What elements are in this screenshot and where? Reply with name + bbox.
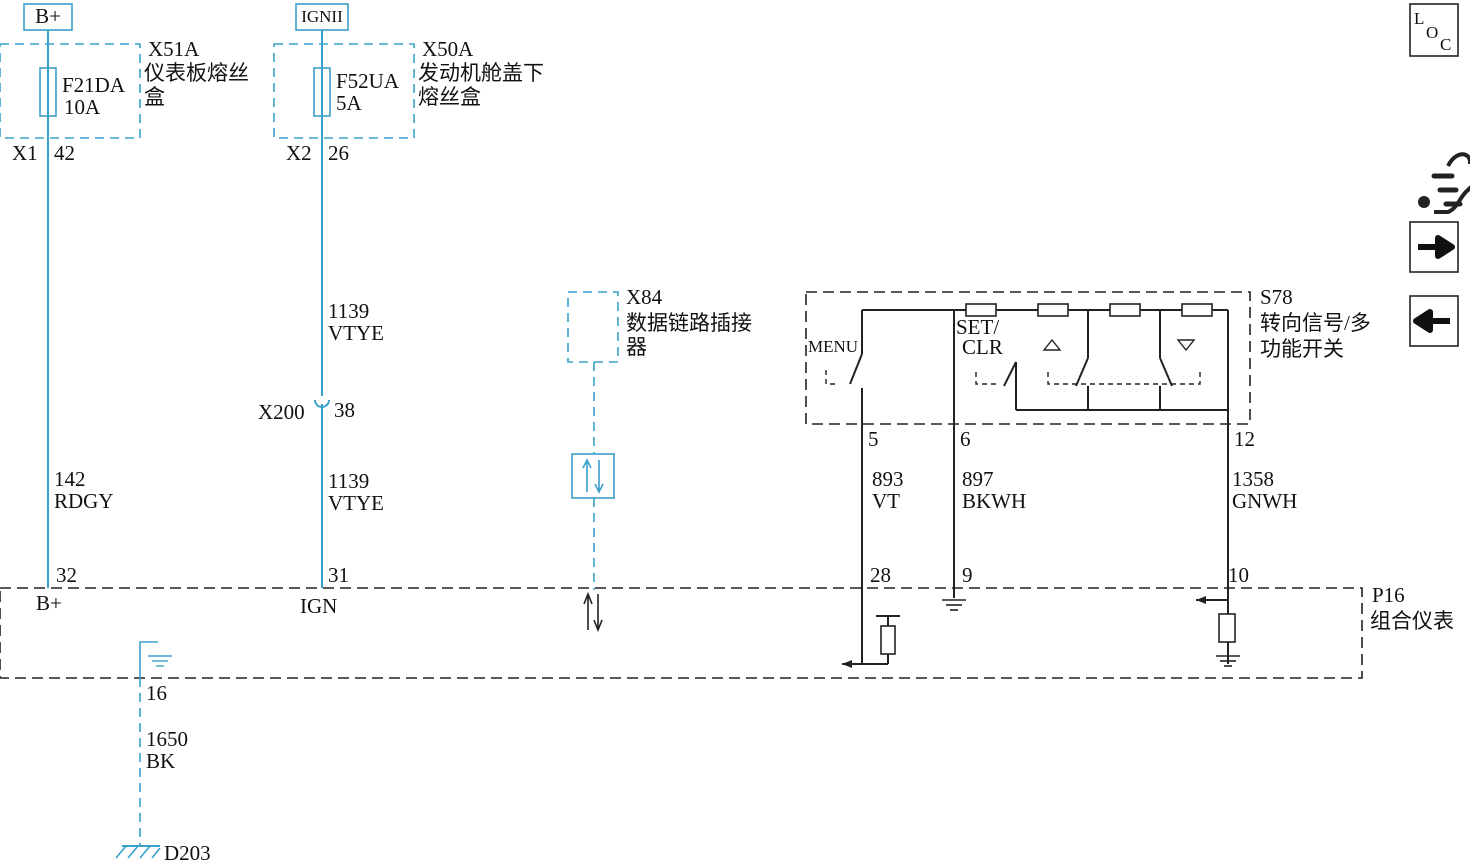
x84-name-2: 器	[626, 335, 647, 359]
pulldown-resistor-10	[1218, 613, 1236, 643]
fuse-2-rating: 5A	[336, 91, 363, 115]
fuse-2-name: F52UA	[336, 69, 400, 93]
wire-1358-color: GNWH	[1232, 489, 1297, 513]
wire-1650-circuit: 1650	[146, 727, 188, 751]
set-label: SET/	[956, 315, 999, 339]
s78-pin-12: 12	[1234, 427, 1255, 451]
serial-data-icon	[571, 453, 615, 499]
svg-text:L: L	[1414, 9, 1424, 28]
fuse-box-2-name-2: 熔丝盒	[418, 85, 481, 109]
p16-ign-label: IGN	[300, 594, 337, 618]
wire-893-color: VT	[872, 489, 900, 513]
wire-142-circuit: 142	[54, 467, 86, 491]
svg-text:O: O	[1426, 23, 1438, 42]
s78-label: S78	[1260, 285, 1293, 309]
x200-label: X200	[258, 400, 305, 424]
fuse-box-1-pin: 42	[54, 141, 75, 165]
arrow-left-icon[interactable]	[1409, 295, 1459, 347]
p16-pin-28: 28	[870, 563, 891, 587]
p16-pin-32: 32	[56, 563, 77, 587]
fuse-box-2-connector: X50A	[422, 37, 474, 61]
s78-pin-6: 6	[960, 427, 971, 451]
svg-text:C: C	[1440, 35, 1451, 54]
bplus-source: B+	[23, 3, 73, 31]
fuse-1-name: F21DA	[62, 73, 126, 97]
arrow-right-icon[interactable]	[1409, 221, 1459, 273]
down-triangle-icon	[1176, 339, 1196, 352]
d203-label: D203	[164, 841, 211, 862]
ground-d203: 1650 BK D203	[115, 678, 211, 862]
p16-pin-31: 31	[328, 563, 349, 587]
s78-name: 转向信号/多	[1260, 311, 1371, 335]
clr-label: CLR	[962, 335, 1003, 359]
p16-name: 组合仪表	[1370, 609, 1454, 633]
pullup-resistor-28	[880, 625, 896, 655]
wire-897-circuit: 897	[962, 467, 994, 491]
fuse-box-1-connector: X51A	[148, 37, 200, 61]
data-link-x84: X84 数据链路插接 器	[567, 285, 752, 633]
serial-down-arrow	[593, 594, 603, 633]
fuse-box-1-pin-conn: X1	[12, 141, 38, 165]
s78-pin-5: 5	[868, 427, 879, 451]
loc-icon[interactable]: L O C	[1409, 3, 1459, 57]
p16-bplus-label: B+	[36, 591, 62, 615]
serial-up-arrow	[583, 591, 593, 630]
resistor-1	[965, 303, 997, 317]
resistor-4	[1181, 303, 1213, 317]
resistor-2	[1037, 303, 1069, 317]
wire-1139a-color: VTYE	[328, 321, 384, 345]
x84-label: X84	[626, 285, 663, 309]
fuse-box-x50a: X50A 发动机舱盖下 熔丝盒 F52UA 5A X2 26	[273, 30, 544, 165]
menu-label: MENU	[808, 337, 858, 356]
ign-wire: 1139 VTYE X200 38 1139 VTYE	[258, 116, 384, 588]
wire-1139b-color: VTYE	[328, 491, 384, 515]
x84-name: 数据链路插接	[626, 311, 752, 335]
fuse-box-x51a: X51A 仪表板熔丝 盒 F21DA 10A X1 42	[0, 30, 249, 588]
wire-1650-color: BK	[146, 749, 175, 773]
fuse-box-2-pin: 26	[328, 141, 349, 165]
wire-1139b-circuit: 1139	[328, 469, 369, 493]
x200-pin: 38	[334, 398, 355, 422]
p16-label: P16	[1372, 583, 1405, 607]
wire-893-circuit: 893	[872, 467, 904, 491]
p16-pin-9: 9	[962, 563, 973, 587]
up-triangle-icon	[1042, 338, 1062, 351]
ign-label: IGNII	[301, 7, 343, 26]
wire-142-color: RDGY	[54, 489, 114, 513]
fuse-1-rating: 10A	[64, 95, 101, 119]
wire-897-color: BKWH	[962, 489, 1026, 513]
p16-pin-10: 10	[1228, 563, 1249, 587]
fuse-box-1-name-2: 盒	[144, 85, 165, 109]
fuse-box-1-name: 仪表板熔丝	[144, 61, 249, 85]
wire-1139a-circuit: 1139	[328, 299, 369, 323]
bplus-label: B+	[35, 4, 61, 28]
resistor-3	[1109, 303, 1141, 317]
car-icon[interactable]	[1418, 152, 1470, 214]
ign-source: IGNII	[295, 3, 349, 31]
s78-name-2: 功能开关	[1260, 337, 1344, 361]
switch-s78: MENU SET/ CLR S78 转向信号/多 功能开关 5 6 12	[805, 285, 1371, 664]
fuse-box-2-name: 发动机舱盖下	[418, 61, 544, 85]
p16-pin-16: 16	[146, 681, 167, 705]
wire-1358-circuit: 1358	[1232, 467, 1274, 491]
fuse-box-2-pin-conn: X2	[286, 141, 312, 165]
cluster-p16: 32 B+ 31 IGN 28 9 10 P16 组合仪表 16	[0, 563, 1454, 705]
